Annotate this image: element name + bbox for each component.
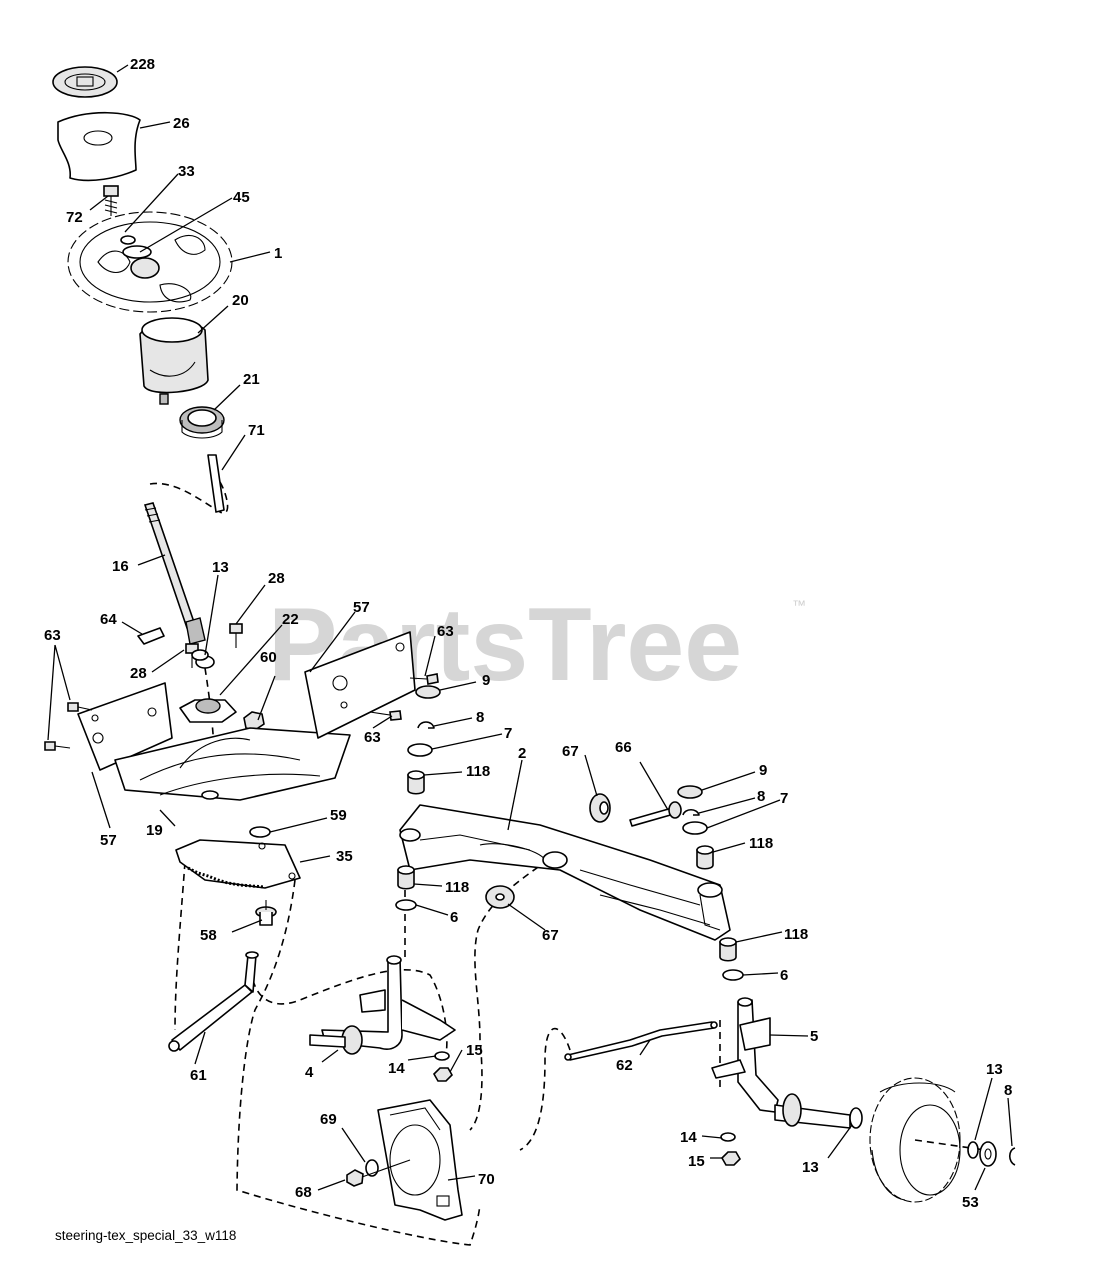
callout-15b: 15: [688, 1153, 705, 1170]
callout-5: 5: [810, 1028, 818, 1045]
sector-gear-part: [175, 839, 301, 889]
callout-66: 66: [615, 739, 632, 756]
callout-7b: 7: [780, 790, 788, 807]
bushing-21-part: [179, 406, 225, 439]
callout-63a: 63: [437, 623, 454, 640]
washer-13-parts: [191, 649, 979, 1159]
callout-28b: 28: [130, 665, 147, 682]
callout-61: 61: [190, 1067, 207, 1084]
callout-71: 71: [248, 422, 265, 439]
callout-16: 16: [112, 558, 129, 575]
callout-13c: 13: [986, 1061, 1003, 1078]
callout-63b: 63: [44, 627, 61, 644]
callout-60: 60: [260, 649, 277, 666]
callout-2: 2: [518, 745, 526, 762]
callout-57a: 57: [353, 599, 370, 616]
callout-118a: 118: [466, 763, 490, 780]
callout-58: 58: [200, 927, 217, 944]
callout-57b: 57: [100, 832, 117, 849]
callout-118d: 118: [784, 926, 808, 943]
pivot-bolt-part: [629, 801, 682, 827]
callout-118b: 118: [749, 835, 773, 852]
callout-20: 20: [232, 292, 249, 309]
steering-bracket-part: [77, 682, 351, 801]
callout-14a: 14: [388, 1060, 405, 1077]
callout-8a: 8: [476, 709, 484, 726]
steering-shaft-part: [143, 502, 206, 645]
callout-26: 26: [173, 115, 190, 132]
clip-8c-part: [1008, 1147, 1016, 1166]
spacer-67-parts: [485, 793, 611, 909]
callout-labels: 228 26 33 72 45 1 20 21 71 16 13 28 64 2…: [44, 56, 1012, 1211]
column-cover-part: [139, 317, 209, 405]
washer-59-part: [249, 826, 271, 838]
wheel-cover-part: [57, 111, 141, 182]
emblem-part: [52, 66, 118, 98]
front-wheel-part: [869, 1077, 961, 1203]
washer-14-parts: [434, 1051, 736, 1142]
callout-70: 70: [478, 1171, 495, 1188]
washer-53-part: [979, 1141, 997, 1167]
bolt-68-part: [346, 1159, 411, 1187]
right-spindle-part: [711, 997, 851, 1129]
pedal-plate-part: [377, 1099, 463, 1221]
clip-8-parts: [417, 721, 700, 816]
callout-19: 19: [146, 822, 163, 839]
bearing-flange-part: [179, 655, 237, 723]
callout-1: 1: [274, 245, 282, 262]
callout-59: 59: [330, 807, 347, 824]
callout-21: 21: [243, 371, 260, 388]
callout-63c: 63: [364, 729, 381, 746]
callout-8b: 8: [757, 788, 765, 805]
callout-53: 53: [962, 1194, 979, 1211]
nut-60-part: [243, 711, 265, 731]
callout-15a: 15: [466, 1042, 483, 1059]
watermark-trademark: ™: [792, 597, 806, 613]
cap-9-parts: [415, 685, 703, 799]
callout-9a: 9: [482, 672, 490, 689]
callout-69: 69: [320, 1111, 337, 1128]
steering-arm-part: [168, 951, 259, 1052]
callout-13b: 13: [802, 1159, 819, 1176]
callout-8c: 8: [1004, 1082, 1012, 1099]
pin-71-part: [207, 454, 225, 513]
callout-6a: 6: [450, 909, 458, 926]
washer-6-parts: [395, 899, 744, 981]
diagram-caption: steering-tex_special_33_w118: [55, 1228, 236, 1243]
bushing-118-parts: [397, 770, 737, 962]
front-axle-part: [399, 804, 731, 941]
callout-28a: 28: [268, 570, 285, 587]
screw-63-parts: [44, 673, 439, 751]
callout-68: 68: [295, 1184, 312, 1201]
nut-15-parts: [433, 1067, 741, 1166]
callout-22: 22: [282, 611, 299, 628]
callout-14b: 14: [680, 1129, 697, 1146]
drag-link-part: [564, 1021, 718, 1061]
callout-35: 35: [336, 848, 353, 865]
callout-9b: 9: [759, 762, 767, 779]
callout-45: 45: [233, 189, 250, 206]
callout-64: 64: [100, 611, 117, 628]
callout-67b: 67: [542, 927, 559, 944]
callout-4: 4: [305, 1064, 314, 1081]
callout-33: 33: [178, 163, 195, 180]
clip-64-part: [137, 627, 165, 645]
mounting-plate-part: [304, 631, 416, 739]
callout-118c: 118: [445, 879, 469, 896]
callout-67a: 67: [562, 743, 579, 760]
callout-62: 62: [616, 1057, 633, 1074]
steering-wheel-part: [67, 211, 233, 313]
callout-72: 72: [66, 209, 83, 226]
callout-6b: 6: [780, 967, 788, 984]
bolt-58-part: [255, 900, 277, 926]
callout-228: 228: [130, 56, 155, 73]
callout-7a: 7: [504, 725, 512, 742]
bolt-72-part: [103, 185, 119, 216]
callout-13a: 13: [212, 559, 229, 576]
leader-lines: [47, 64, 1013, 1191]
left-spindle-part: [309, 955, 456, 1055]
